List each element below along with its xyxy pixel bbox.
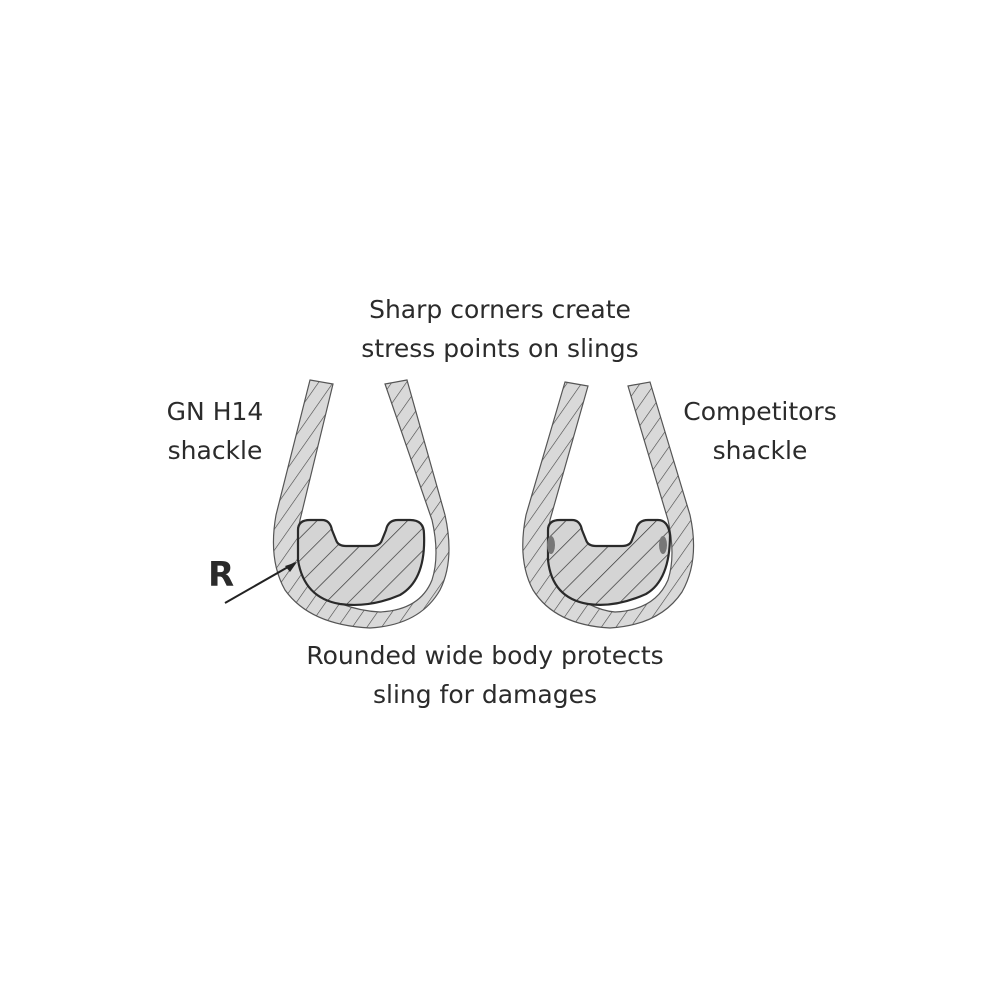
caption-line: stress points on slings: [361, 334, 639, 363]
shackle-body-rounded: [296, 518, 426, 607]
caption-line: Rounded wide body protects: [306, 641, 664, 670]
radius-label: R: [208, 555, 235, 595]
radius-arrow-head: [285, 562, 297, 572]
label-gn-h14-shackle: GN H14 shackle: [150, 392, 280, 470]
stress-point-left: [547, 536, 555, 554]
label-line: shackle: [712, 436, 808, 465]
shackle-body-sharp: [546, 518, 672, 606]
label-line: Competitors: [683, 397, 837, 426]
caption-line: sling for damages: [372, 680, 598, 709]
radius-arrow: [224, 562, 296, 604]
caption-line: Sharp corners create: [369, 295, 631, 324]
stress-point-right: [659, 536, 667, 554]
label-line: shackle: [167, 436, 263, 465]
caption-rounded-body: Rounded wide body protects sling for dam…: [280, 636, 690, 714]
label-competitors-shackle: Competitors shackle: [670, 392, 850, 470]
label-line: GN H14: [166, 397, 264, 426]
caption-sharp-corners: Sharp corners create stress points on sl…: [330, 290, 670, 368]
gn-h14-shackle-figure: [224, 379, 450, 629]
competitors-shackle-figure: [522, 381, 695, 629]
